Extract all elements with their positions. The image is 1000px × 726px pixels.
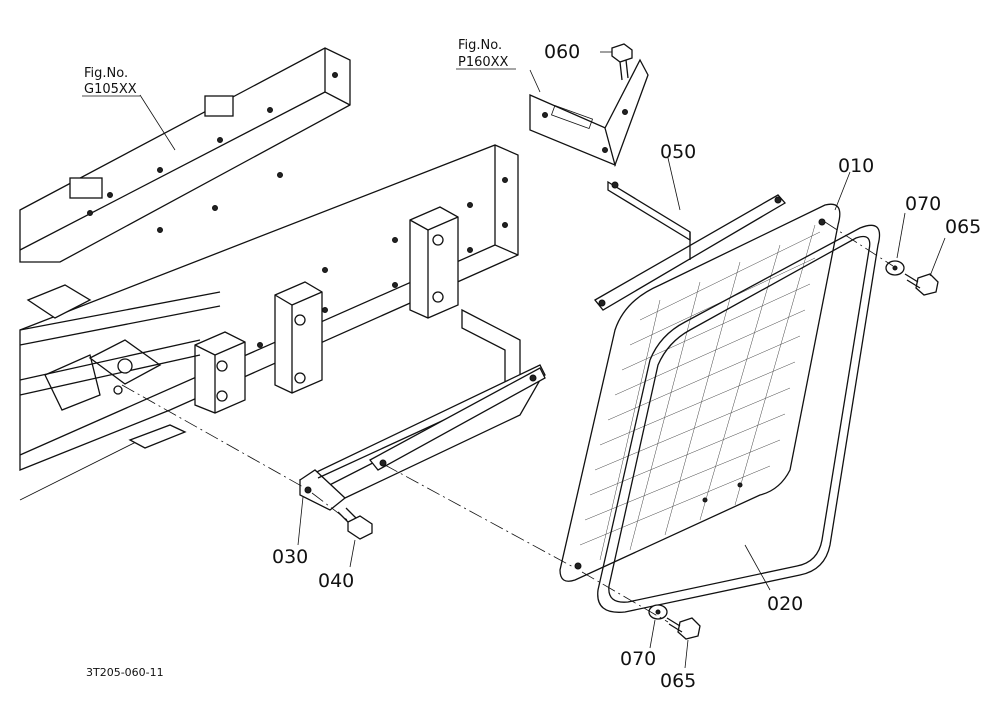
part-label-030: 030 [272,546,308,568]
bolt-065-lower [666,617,701,640]
part-label-060: 060 [544,41,580,63]
part-label-065-upper: 065 [945,216,981,238]
fig-ref-label: Fig.No. [458,38,502,53]
fig-ref-g105xx: Fig.No. G105XX [82,66,140,97]
side-bracket-030 [299,308,546,511]
frame-bracket-left [19,284,221,449]
part-label-050: 050 [660,141,696,163]
seal-ring-020 [597,224,881,613]
part-label-065-lower: 065 [660,670,696,692]
part-label-070-lower: 070 [620,648,656,670]
washer-070-lower [648,604,668,620]
part-label-020: 020 [767,593,803,615]
fig-ref-p160xx: Fig.No. P160XX [456,38,516,70]
part-label-010: 010 [838,155,874,177]
part-label-070-upper: 070 [905,193,941,215]
screen-panel-010 [559,203,841,582]
bolt-060 [611,43,633,81]
mounting-block-1 [194,331,246,414]
frame-rail-rear [19,47,351,263]
leader-lines [121,51,946,669]
mounting-block-3 [409,206,459,319]
bolt-065-upper [904,273,939,296]
drawing-code: 3T205-060-11 [86,666,164,679]
fig-ref-number: P160XX [458,55,509,70]
fig-ref-number: G105XX [84,82,137,97]
part-label-040: 040 [318,570,354,592]
mounting-block-2 [274,281,323,394]
fig-ref-label: Fig.No. [84,66,128,81]
bolt-040 [337,507,373,540]
upper-bracket [529,58,649,168]
stay-050 [594,180,787,311]
